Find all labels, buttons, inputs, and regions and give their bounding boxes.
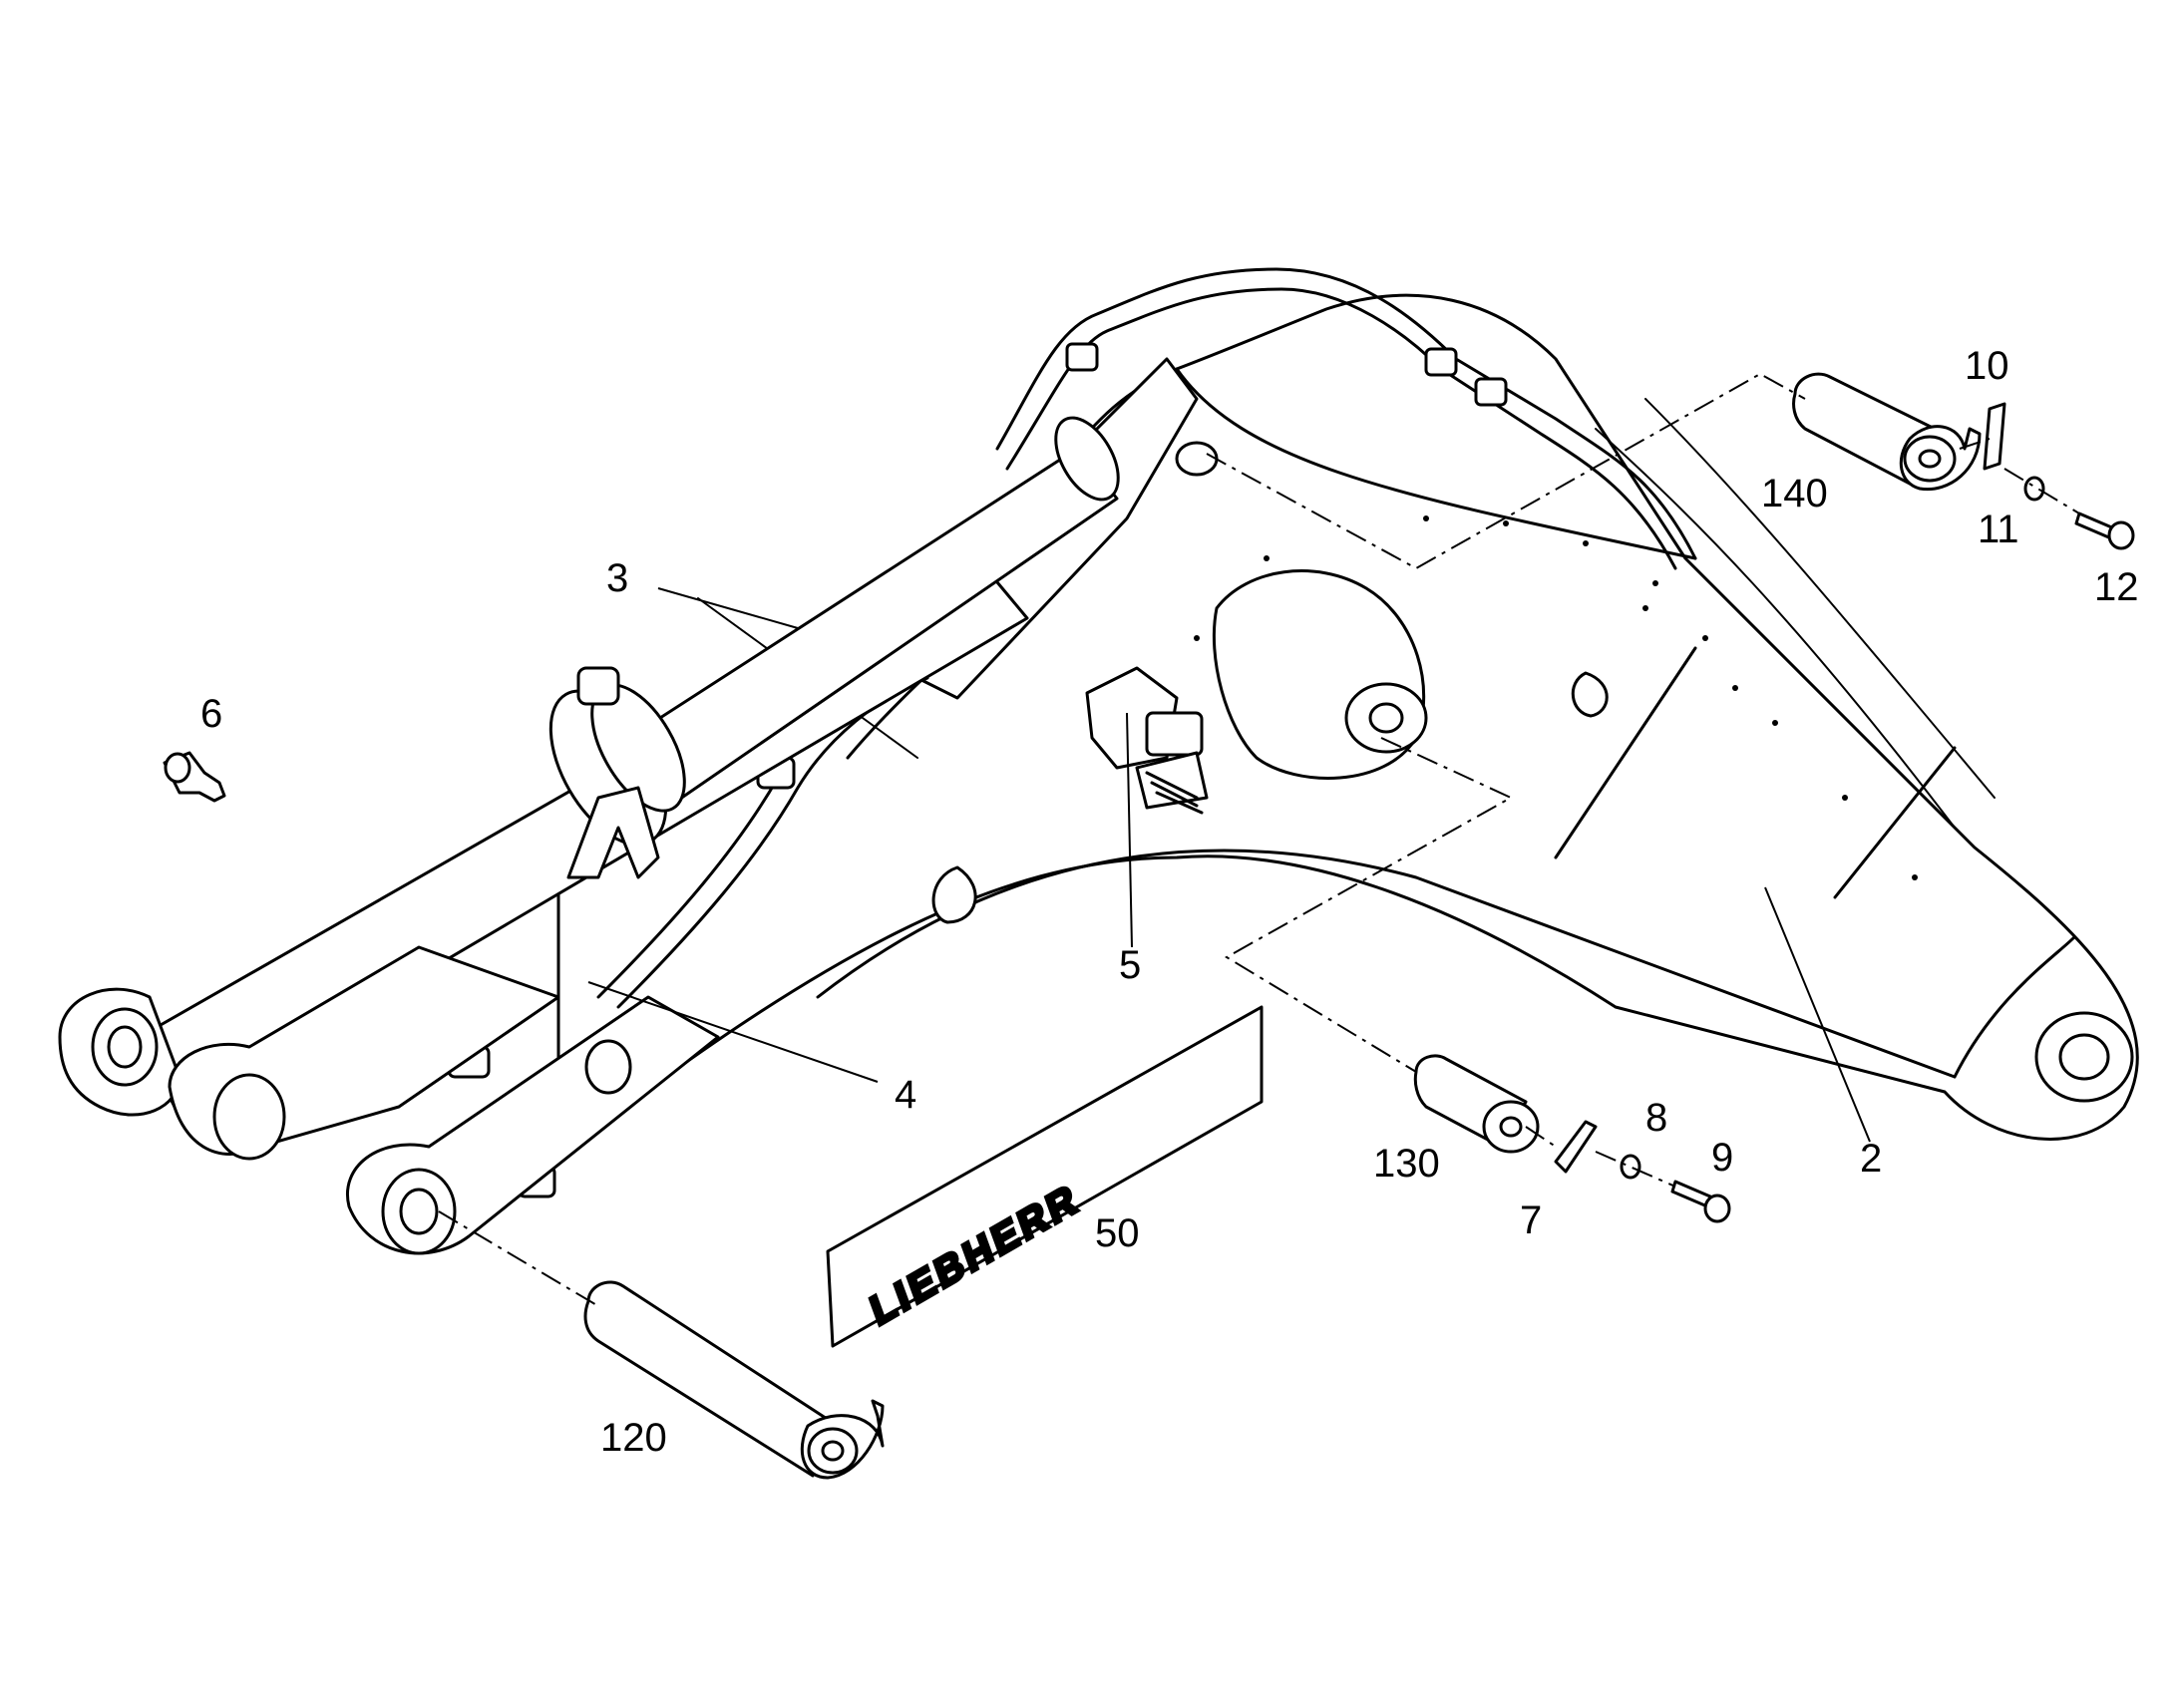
bolt-9 bbox=[1670, 1180, 1731, 1223]
callout-5: 5 bbox=[1119, 943, 1141, 987]
callout-6: 6 bbox=[200, 692, 222, 736]
leader-lines bbox=[587, 587, 1871, 1143]
grease-nipple-part bbox=[163, 751, 226, 803]
callout-130: 130 bbox=[1373, 1142, 1440, 1186]
pivot-pin-130 bbox=[1413, 1054, 1540, 1154]
callout-4: 4 bbox=[895, 1073, 916, 1117]
callout-7: 7 bbox=[1520, 1198, 1542, 1242]
sensor-assembly bbox=[1085, 666, 1209, 815]
callout-8: 8 bbox=[1645, 1096, 1667, 1140]
pivot-plates bbox=[168, 945, 720, 1255]
callout-3: 3 bbox=[606, 556, 628, 600]
pivot-pin-140 bbox=[1792, 372, 1982, 492]
hydraulic-lines bbox=[447, 267, 1697, 1198]
callout-12: 12 bbox=[2094, 565, 2139, 609]
pivot-pin-120 bbox=[583, 1280, 885, 1480]
callout-140: 140 bbox=[1761, 472, 1828, 515]
callout-50: 50 bbox=[1095, 1211, 1140, 1255]
washer-11 bbox=[2023, 476, 2045, 502]
callout-10: 10 bbox=[1965, 344, 2009, 388]
lock-plate-10 bbox=[1983, 402, 2006, 471]
callout-9: 9 bbox=[1711, 1136, 1733, 1180]
hydraulic-cylinder bbox=[58, 416, 1120, 1119]
callout-11: 11 bbox=[1978, 508, 2019, 551]
bolt-12 bbox=[2074, 512, 2135, 550]
callout-120: 120 bbox=[600, 1416, 667, 1460]
washer-8 bbox=[1620, 1154, 1641, 1180]
assembly-center-lines bbox=[438, 372, 2080, 1307]
lock-plate-7 bbox=[1554, 1120, 1598, 1174]
callout-labels: 2 3 4 5 6 7 8 9 10 11 12 50 120 130 140 bbox=[200, 344, 2139, 1460]
liebherr-decal: LIEBHERR bbox=[826, 1005, 1264, 1348]
callout-2: 2 bbox=[1860, 1137, 1882, 1181]
